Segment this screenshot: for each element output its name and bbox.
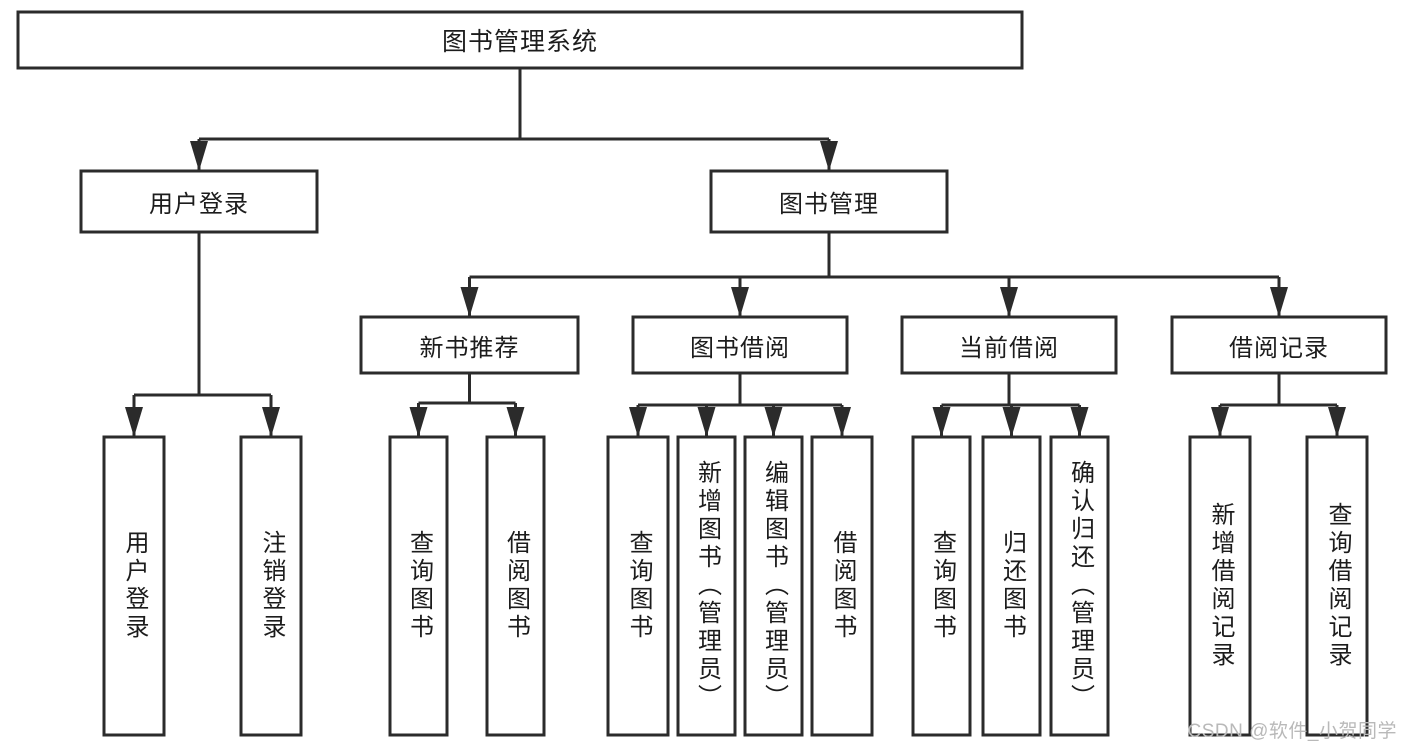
level2-node-box[interactable] [709,169,949,234]
leaf-node-box[interactable] [102,435,166,737]
leaf-node-box[interactable] [1305,435,1369,737]
arrow-head-icon [1270,287,1288,317]
leaf-node-box[interactable] [606,435,670,737]
arrow-head-icon [460,287,479,317]
arrow-head-icon [1211,407,1229,437]
arrow-head-icon [506,407,525,437]
arrow-head-icon [190,141,208,171]
level2-node-box[interactable] [79,169,319,234]
level3-node-box[interactable] [1170,315,1388,375]
arrow-head-icon [1070,407,1089,437]
connectors-layer [125,68,1346,437]
leaf-node-box[interactable] [911,435,972,737]
leaf-node-box[interactable] [810,435,874,737]
leaf-node-box[interactable] [1188,435,1252,737]
arrow-head-icon [125,407,143,437]
root-node-box[interactable] [16,10,1024,70]
leaf-node-box[interactable] [388,435,449,737]
leaf-node-box[interactable] [743,435,804,737]
arrow-head-icon [764,407,783,437]
arrow-head-icon [409,407,428,437]
level3-node-box[interactable] [900,315,1118,375]
arrow-head-icon [1000,287,1018,317]
arrow-head-icon [629,407,647,437]
level3-node-box[interactable] [631,315,849,375]
leaf-node-box[interactable] [239,435,303,737]
leaf-node-box[interactable] [1049,435,1110,737]
arrow-head-icon [731,287,749,317]
boxes-layer [16,10,1388,737]
watermark-text: CSDN @软件_小贺同学 [1187,721,1397,742]
arrow-head-icon [833,407,851,437]
arrow-head-icon [262,407,280,437]
level3-node-box[interactable] [359,315,580,375]
arrow-head-icon [697,407,716,437]
arrow-head-icon [820,141,838,171]
leaf-node-box[interactable] [981,435,1042,737]
arrow-head-icon [932,407,951,437]
leaf-node-box[interactable] [485,435,546,737]
leaf-node-box[interactable] [676,435,737,737]
arrow-head-icon [1328,407,1346,437]
arrow-head-icon [1002,407,1021,437]
